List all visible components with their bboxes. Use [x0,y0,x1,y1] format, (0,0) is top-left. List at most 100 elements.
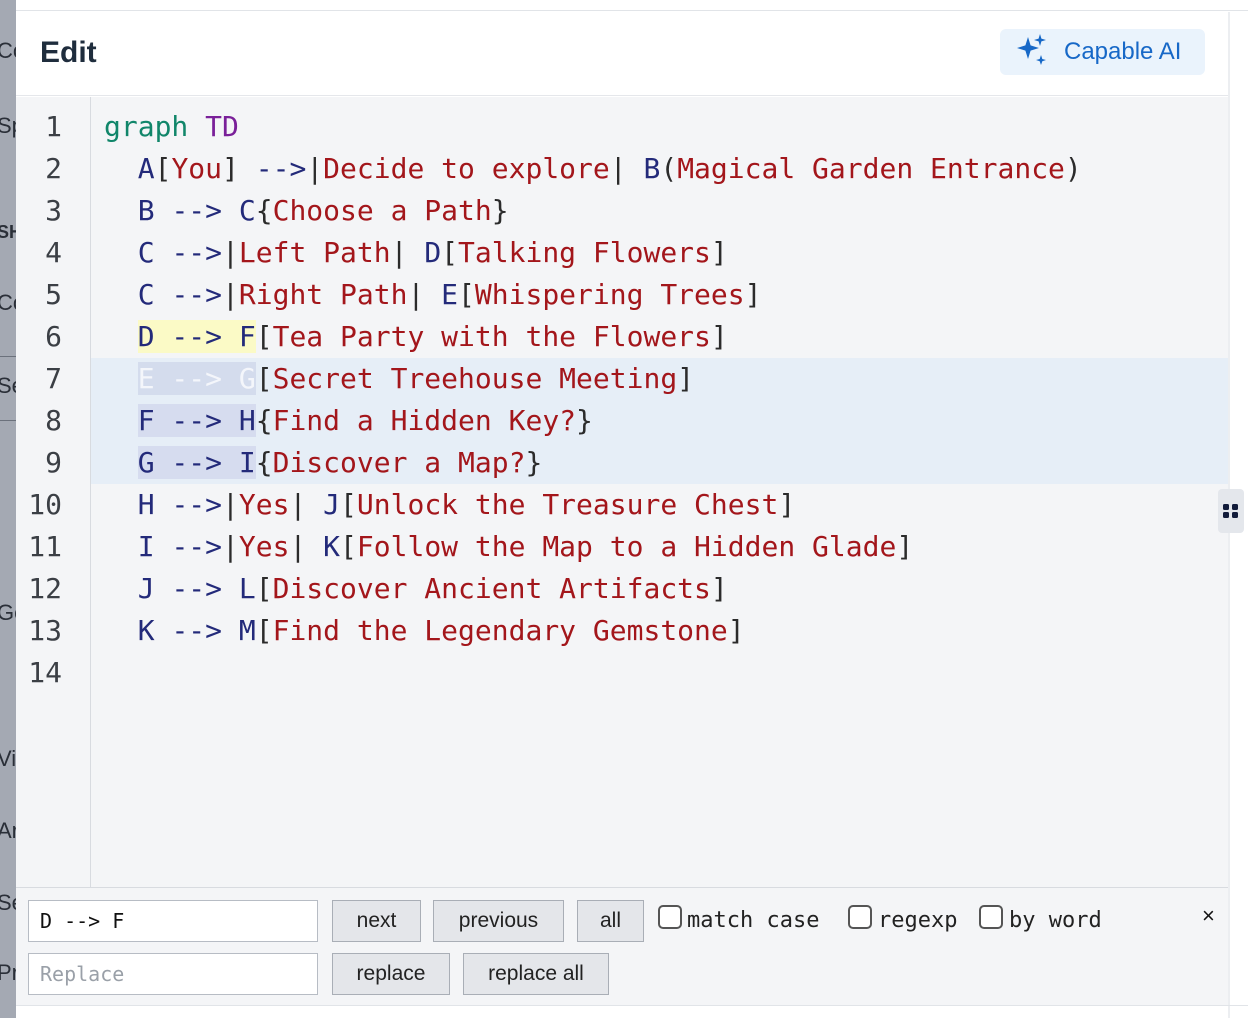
sparkle-icon [1014,32,1050,73]
code-line[interactable]: F --> H{Find a Hidden Key?} [104,400,593,442]
top-divider [16,10,1248,11]
code-token: K [137,614,155,647]
regexp-checkbox[interactable] [848,905,872,929]
next-button[interactable]: next [332,900,421,942]
background-text: Ge [0,600,16,625]
selected-text: G --> I [137,446,256,479]
code-token: ] [744,278,762,311]
code-token: [ [458,278,475,311]
background-text: Vi [0,746,16,771]
code-token [155,530,172,563]
code-token [104,362,138,395]
code-token [155,278,172,311]
code-token: { [255,446,273,479]
capable-ai-label: Capable AI [1064,38,1182,65]
code-token: Unlock the Treasure Chest [356,488,779,521]
code-line[interactable]: J --> L[Discover Ancient Artifacts] [104,568,728,610]
code-token: Left Path [238,236,391,269]
code-token [104,530,138,563]
panel-header: Edit Capable AI [16,12,1230,96]
code-line[interactable]: D --> F[Tea Party with the Flowers] [104,316,728,358]
replace-button[interactable]: replace [332,953,450,995]
code-line[interactable]: G --> I{Discover a Map?} [104,442,542,484]
background-app: Co Sp SH Co Se Ge Vi Ar Se Pr [0,0,16,1018]
match-case-checkbox[interactable] [658,905,682,929]
search-match: D --> F [137,320,256,353]
code-line[interactable]: H -->|Yes| J[Unlock the Treasure Chest] [104,484,795,526]
code-line[interactable]: C -->|Left Path| D[Talking Flowers] [104,232,728,274]
close-icon[interactable]: × [1202,903,1215,928]
replace-input[interactable] [28,953,318,995]
code-token: --> [171,572,223,605]
code-token: Talking Flowers [458,236,711,269]
code-token: C [137,236,155,269]
code-token: [ [154,152,172,185]
code-token: --> [255,152,307,185]
code-token: H [137,488,155,521]
code-token [104,320,138,353]
code-line[interactable]: K --> M[Find the Legendary Gemstone] [104,610,745,652]
background-divider [0,420,16,421]
code-token [222,572,239,605]
code-token: [ [255,614,273,647]
code-token: | [222,236,239,269]
code-token: ] [778,488,796,521]
code-line[interactable]: C -->|Right Path| E[Whispering Trees] [104,274,762,316]
background-text: SH [0,222,16,242]
code-token: } [491,194,509,227]
drag-handle[interactable] [1218,489,1244,533]
code-line[interactable]: I -->|Yes| K[Follow the Map to a Hidden … [104,526,913,568]
code-token: --> [171,488,223,521]
code-token: Decide to explore [323,152,610,185]
code-token: | [222,488,239,521]
code-token: TD [205,110,239,143]
code-token [155,614,172,647]
code-token: { [255,194,273,227]
code-line[interactable]: graph TD [104,106,239,148]
line-number: 3 [45,194,62,227]
capable-ai-button[interactable]: Capable AI [1000,29,1205,75]
by-word-label: by word [1009,908,1102,933]
code-token: A [137,152,155,185]
code-token: Secret Treehouse Meeting [272,362,678,395]
code-token: Tea Party with the Flowers [272,320,711,353]
background-text: Pr [0,960,16,985]
code-token: Whispering Trees [474,278,745,311]
code-token: You [171,152,223,185]
line-number: 4 [45,236,62,269]
code-token: ] [677,362,695,395]
code-token [104,152,138,185]
background-text: Co [0,290,16,315]
code-token [155,194,172,227]
code-token: I [137,530,155,563]
code-token [104,404,138,437]
code-token: Find the Legendary Gemstone [272,614,728,647]
code-token: ] [710,320,728,353]
code-token [104,572,138,605]
code-token: ] [710,236,728,269]
all-button[interactable]: all [577,900,644,942]
code-line[interactable]: B --> C{Choose a Path} [104,190,509,232]
replace-all-button[interactable]: replace all [463,953,609,995]
find-input[interactable] [28,900,318,942]
code-token: | [289,530,324,563]
code-token: Right Path [238,278,408,311]
line-number: 2 [45,152,62,185]
code-token [188,110,205,143]
code-token [104,194,138,227]
line-number: 10 [28,488,62,521]
code-line[interactable]: A[You] -->|Decide to explore| B(Magical … [104,148,1082,190]
code-token: Magical Garden Entrance [677,152,1065,185]
code-token [104,488,138,521]
code-token: | [390,236,425,269]
code-token: L [238,572,256,605]
code-token: Discover a Map? [272,446,526,479]
bottom-divider [16,1005,1248,1006]
line-number: 9 [45,446,62,479]
previous-button[interactable]: previous [433,900,564,942]
by-word-checkbox[interactable] [979,905,1003,929]
code-line[interactable]: E --> G[Secret Treehouse Meeting] [104,358,694,400]
code-token: K [323,530,341,563]
